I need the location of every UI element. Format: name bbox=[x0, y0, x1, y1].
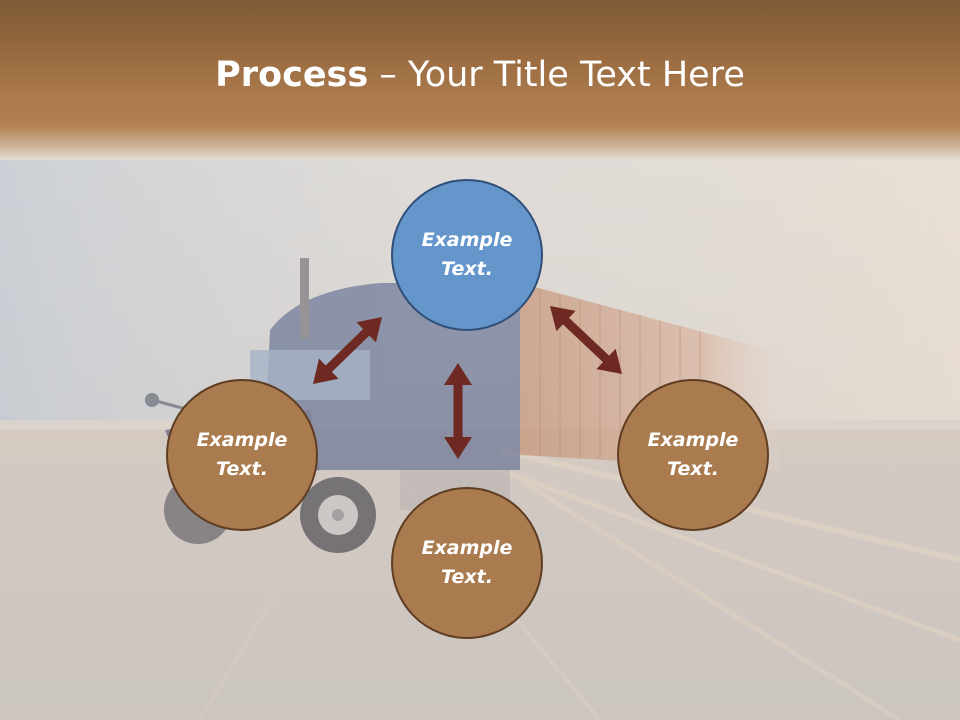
arrow-shaft bbox=[322, 326, 373, 375]
arrow-top-left bbox=[313, 317, 382, 384]
arrow-head bbox=[444, 363, 472, 385]
title-bold-part: Process bbox=[215, 55, 369, 95]
arrow-head bbox=[444, 437, 472, 459]
title-text-part: – Your Title Text Here bbox=[368, 55, 745, 95]
arrow-head bbox=[356, 317, 382, 343]
arrow-head bbox=[550, 306, 576, 332]
arrow-head bbox=[596, 348, 622, 374]
header-band bbox=[0, 0, 960, 160]
arrow-top-bottom bbox=[444, 363, 472, 459]
arrow-head bbox=[313, 358, 339, 384]
arrow-shaft bbox=[559, 314, 613, 366]
slide-title: Process – Your Title Text Here bbox=[0, 50, 960, 100]
arrow-top-right bbox=[550, 306, 622, 374]
